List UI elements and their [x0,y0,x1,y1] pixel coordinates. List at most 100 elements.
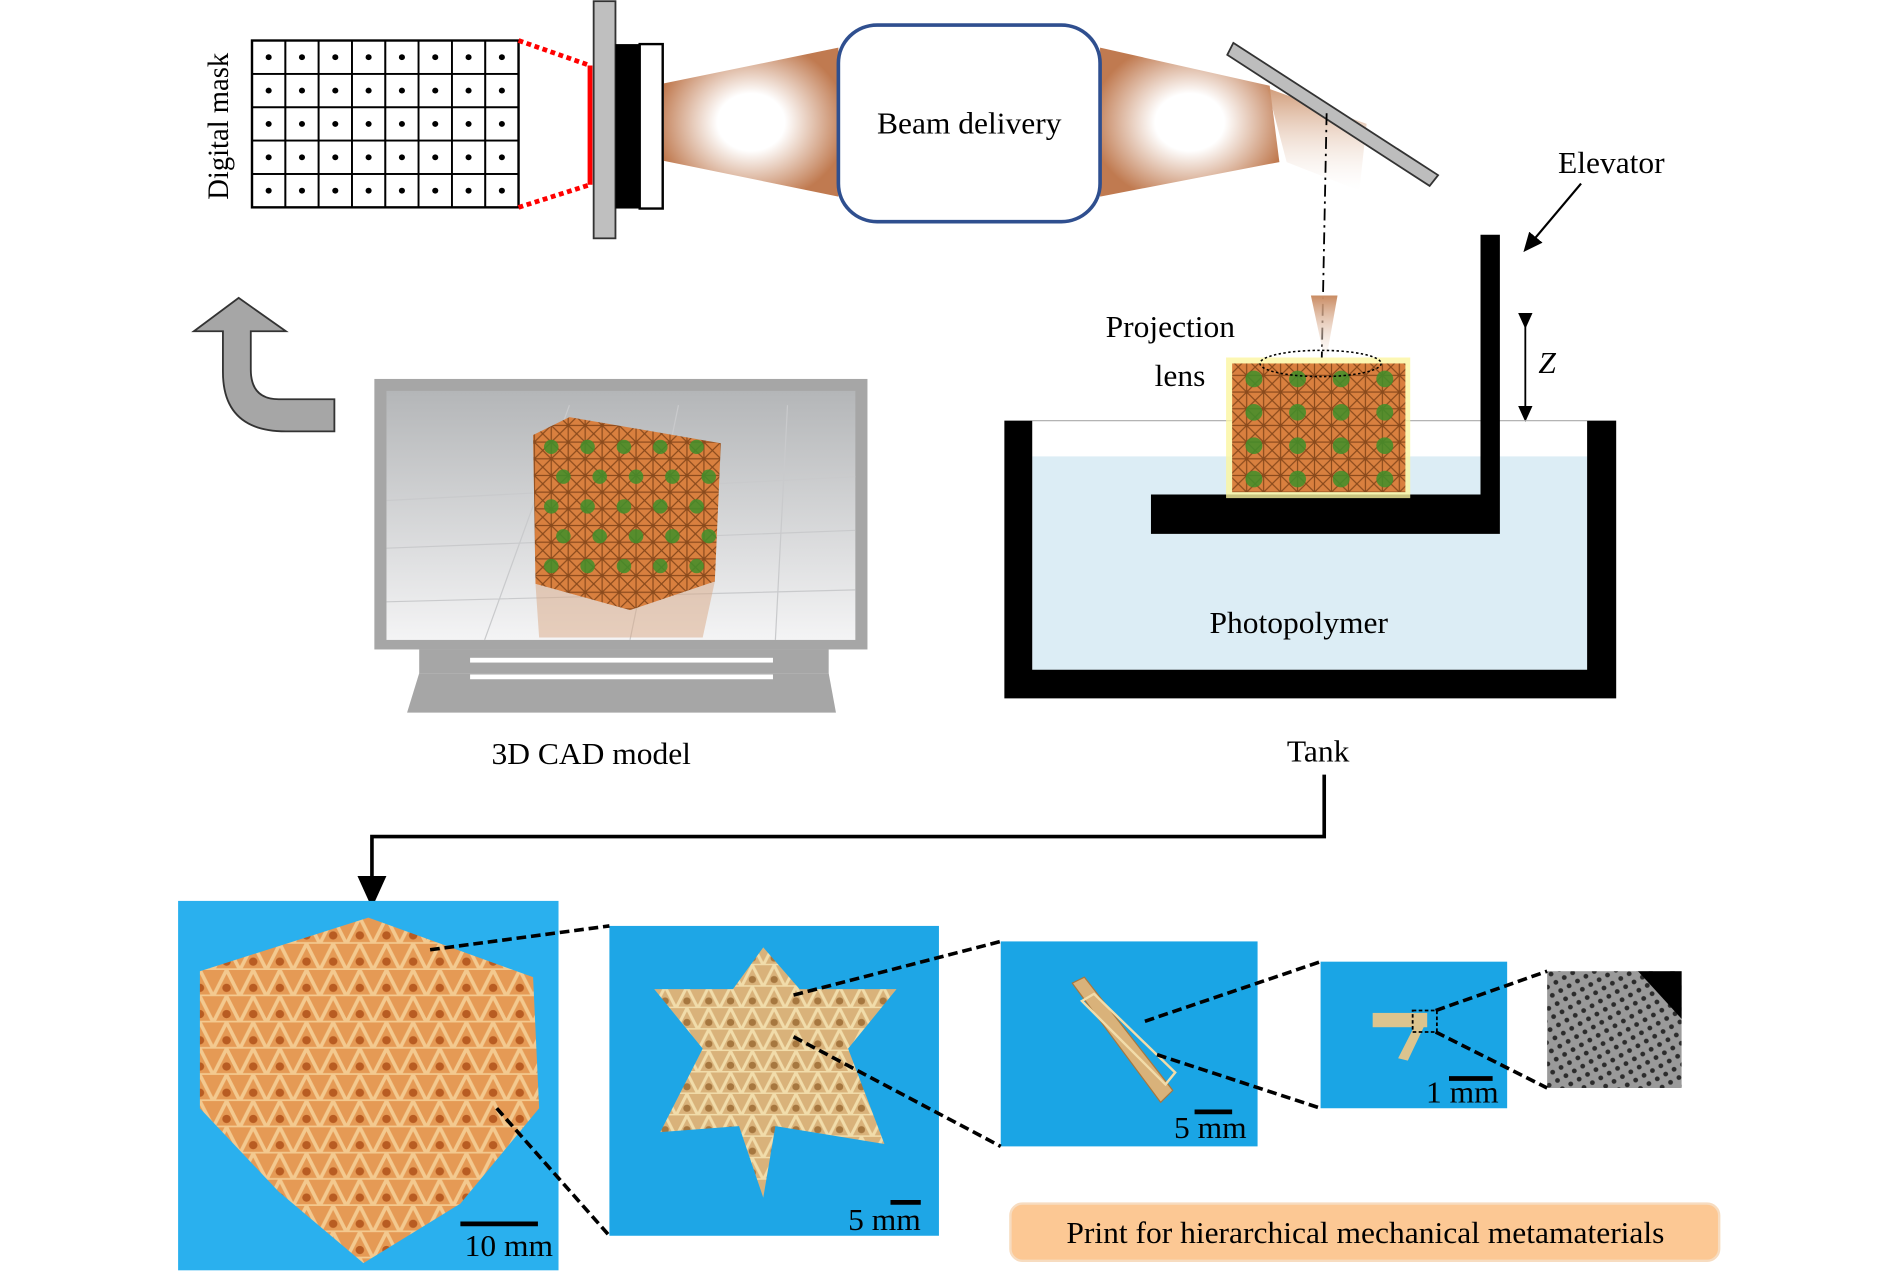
lattice-node [1245,470,1263,488]
digital-mask-label: Digital mask [203,52,235,199]
lattice-node [592,529,607,544]
mask-pixel-dot [465,154,472,161]
mask-pixel-dot [298,187,306,194]
lens-label: lens [1155,358,1206,393]
mask-pixel-dot [432,87,439,94]
scale-label-4: 1 mm [1426,1075,1499,1110]
lattice-node [1376,403,1394,421]
process-flow-arrow [357,774,1327,909]
lattice-node [701,529,717,544]
lattice-node [580,558,595,574]
printed-part [1232,363,1406,493]
lattice-node [616,499,632,514]
lattice-node [1332,470,1350,488]
caption-box [1009,1202,1721,1262]
dmd-chip-plate [592,0,617,240]
mask-pixel-dot [298,154,306,161]
mask-pixel-dot [265,154,272,161]
mask-pixel-dot [265,187,272,194]
lattice-node [665,529,680,544]
mask-pixel-dot [498,120,505,127]
beam-delivery-label: Beam delivery [877,106,1062,141]
mask-pixel-dot [265,54,272,61]
mask-pixel-dot [365,120,372,127]
lattice-node [1245,437,1263,455]
mask-pixel-dot [298,120,306,127]
lattice-node [1376,370,1394,388]
mask-pixel-dot [365,54,372,61]
mask-pixel-dot [365,154,372,161]
lattice-node [1289,470,1307,488]
lattice-node [1289,370,1307,388]
mask-pixel [484,173,520,209]
photo-level-3: 5 mm [1000,941,1258,1147]
lattice-node [556,529,571,544]
mask-pixel-dot [432,154,439,161]
mask-pixel-dot [365,87,372,94]
lattice-node [580,439,595,455]
mask-pixel-dot [498,54,505,61]
photo-level-2: 5 mm [609,925,939,1237]
mask-pixel-dot [465,87,472,94]
lattice-node [1376,437,1394,455]
lattice-node [1332,403,1350,421]
light-beam-right [1100,47,1280,197]
scale-label-2: 5 mm [848,1202,921,1237]
mirror [1226,41,1440,188]
lattice-node [701,469,717,484]
lattice-node [653,499,668,514]
lattice-node [580,499,595,514]
mask-pixel-dot [432,187,439,194]
mask-pixel-dot [432,120,439,127]
mask-pixel-dot [398,120,405,127]
mask-pixel-dot [398,87,405,94]
lattice-node [616,558,632,574]
projection-label: Projection [1106,309,1236,344]
z-axis-label: Z [1538,345,1556,380]
sem-image [1547,971,1682,1088]
mask-pixel-dot [332,154,339,161]
mask-pixel-dot [298,87,306,94]
mask-pixel-dot [265,87,272,94]
tank-label: Tank [1287,734,1350,769]
lattice-node [1376,470,1394,488]
dmd-chip-body [615,44,640,209]
mask-pixel-dot [332,187,339,194]
reflected-beam [1267,88,1367,191]
lattice-node [665,469,680,484]
cad-model-label: 3D CAD model [492,736,692,771]
zoom-connector-lines [429,924,1548,1237]
lattice-node [1332,437,1350,455]
lattice-node [543,439,559,455]
lattice-node [543,499,559,514]
mask-pixel-dot [265,120,272,127]
light-beam-left [663,47,839,197]
mask-pixel-dot [432,54,439,61]
mask-pixel-dot [465,120,472,127]
optical-axis [1320,113,1328,358]
lattice-node [556,469,571,484]
scale-label-3: 5 mm [1174,1110,1247,1145]
mask-pixel-dot [332,87,339,94]
photo-level-4: 1 mm [1320,961,1508,1110]
lattice-node [653,558,668,574]
lattice-node [628,529,644,544]
mask-pixel-dot [398,187,405,194]
lattice-node [1332,370,1350,388]
lattice-node [689,558,704,574]
elevator-label: Elevator [1558,145,1665,180]
photo-macro-structure: 10 mm [178,900,559,1271]
lattice-node [689,439,704,455]
mask-pixel-dot [332,120,339,127]
mask-pixel-dot [498,87,505,94]
mask-pixel-dot [498,187,505,194]
lattice-node [1245,403,1263,421]
photopolymer-label: Photopolymer [1210,605,1389,640]
mask-pixel-dot [332,54,339,61]
lattice-node [1289,437,1307,455]
lattice-node [592,469,607,484]
projection-cone [1310,295,1338,364]
lattice-node [543,558,559,574]
lattice-node [628,469,644,484]
